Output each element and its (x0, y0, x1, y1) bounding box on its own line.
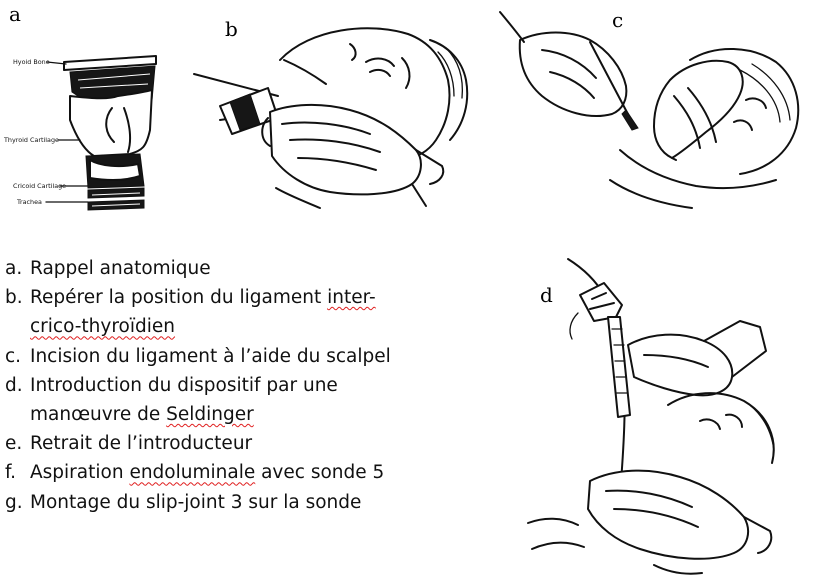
step-item: d. Introduction du dispositif par une manœ… (5, 371, 475, 429)
panel-b-locate-ligament: b (180, 0, 490, 225)
step-item: a. Rappel anatomique (5, 254, 475, 283)
step-letter: d. (5, 371, 23, 400)
procedure-steps-list: a. Rappel anatomique b. Repérer la position… (5, 254, 475, 517)
step-item: b. Repérer la position du ligament inter-… (5, 283, 475, 341)
step-letter: g. (5, 488, 23, 517)
step-text: Montage du slip-joint 3 sur la sonde (30, 492, 361, 513)
panel-c-letter: c (612, 8, 623, 32)
step-text-flagged: Seldinger (166, 404, 254, 425)
panel-b-letter: b (225, 17, 238, 41)
device-insertion-illustration (520, 255, 813, 577)
step-letter: b. (5, 283, 23, 312)
step-text: Rappel anatomique (30, 258, 211, 279)
step-letter: f. (5, 458, 16, 487)
larynx-illustration: Hyoid Bone Thyroid Cartilage Cricoid Car… (0, 0, 180, 225)
panel-c-incision: c (490, 0, 813, 225)
step-item: e. Retrait de l’introducteur (5, 429, 475, 458)
panel-d-introduction: d (520, 255, 813, 577)
panel-a-letter: a (9, 2, 21, 26)
step-text: Aspiration (30, 462, 129, 483)
step-text: manœuvre de (30, 404, 166, 425)
step-letter: c. (5, 342, 21, 371)
step-text: Incision du ligament à l’aide du scalpel (30, 346, 391, 367)
step-item: g. Montage du slip-joint 3 sur la sonde (5, 488, 475, 517)
step-text-flagged: inter- (327, 287, 376, 308)
label-cricoid-cartilage: Cricoid Cartilage (13, 182, 66, 190)
step-letter: e. (5, 429, 22, 458)
label-hyoid-bone: Hyoid Bone (13, 58, 50, 66)
label-trachea: Trachea (16, 198, 42, 206)
panel-a-anatomy: a Hyoid Bone Thyroid Cartilage Cricoid C… (0, 0, 180, 225)
step-text: avec sonde 5 (255, 462, 384, 483)
step-item: c. Incision du ligament à l’aide du scalp… (5, 342, 475, 371)
scalpel-incision-illustration (490, 0, 813, 225)
step-text-flagged: endoluminale (129, 462, 255, 483)
step-text-flagged: crico-thyroïdien (30, 316, 175, 337)
step-item: f. Aspiration endoluminale avec sonde 5 (5, 458, 475, 487)
step-text: Introduction du dispositif par une (30, 375, 338, 396)
step-text: Retrait de l’introducteur (30, 433, 252, 454)
step-text: Repérer la position du ligament (30, 287, 327, 308)
label-thyroid-cartilage: Thyroid Cartilage (3, 136, 59, 144)
step-letter: a. (5, 254, 22, 283)
panel-d-letter: d (540, 283, 553, 307)
